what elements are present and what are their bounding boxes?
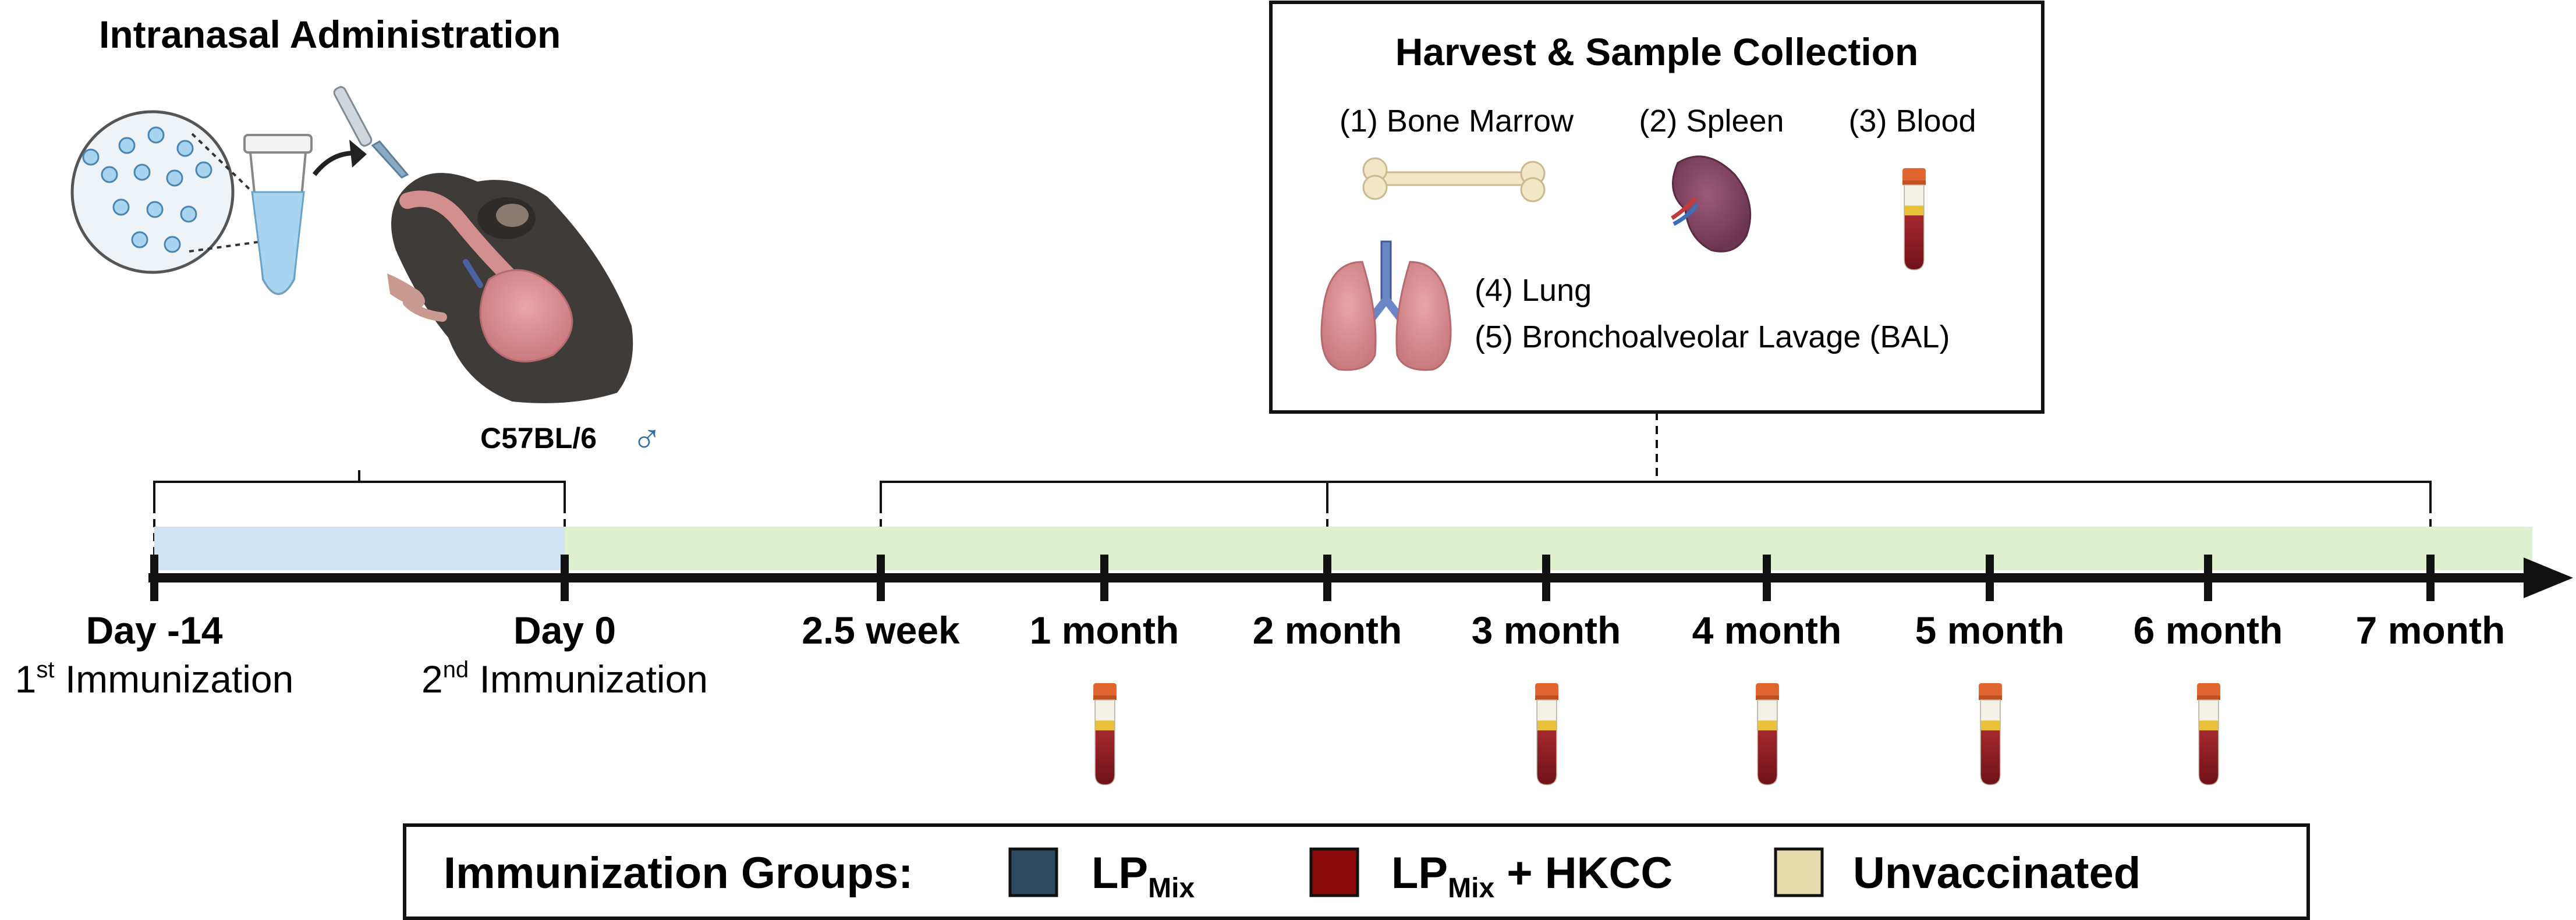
timeline-tick-day-14 [150,555,158,601]
sample-label-bal: (5) Bronchoalveolar Lavage (BAL) [1475,319,1950,354]
timeline-tick-6-month [2204,555,2212,601]
legend-label-lpmix-hkcc: LPMix + HKCC [1391,848,1673,904]
timeline-label-7-month: 7 month [2356,609,2506,652]
timeline-tick-2-month [1323,555,1331,601]
sample-label-lung: (4) Lung [1475,273,1592,308]
legend-swatch-lpmix-hkcc [1309,847,1359,897]
transfer-arrow-icon [312,140,367,176]
blood-tube-icon [2196,682,2221,786]
harvest-title: Harvest & Sample Collection [1395,30,1919,73]
blood-tube-icon [1093,682,1117,786]
timeline-label-2-5-week: 2.5 week [802,609,960,652]
lung-icon [1320,240,1452,371]
timeline-tick-5-month [1986,555,1994,601]
timeline-label-2-month: 2 month [1253,609,1402,652]
mouse-strain-label: C57BL/6 [480,422,597,454]
tube-icon [243,134,313,295]
timeline-tick-1-month [1100,555,1108,601]
pipette-icon [333,86,409,179]
particle-magnifier-icon [70,110,235,274]
blood-tube-icon [1978,682,2003,786]
timeline-tick-4-month [1763,555,1771,601]
timeline-label-day-0: Day 0 [513,609,616,652]
sample-label-blood: (3) Blood [1848,104,1976,138]
timeline-tick-7-month [2426,555,2435,601]
harvest-panel: Harvest & Sample Collection (1) Bone Mar… [1269,1,2044,414]
legend-label-unvaccinated: Unvaccinated [1853,848,2141,898]
timeline-marks: Day -14 1st Immunization Day 0 2nd Immuniza… [15,555,2506,786]
timeline-tick-3-month [1542,555,1550,601]
timeline-sublabel-day-14: 1st Immunization [15,657,294,701]
legend-swatch-lpmix [1008,847,1058,897]
legend-label-lpmix: LPMix [1092,848,1195,904]
timeline-tick-2-5-week [877,555,885,601]
administration-title: Intranasal Administration [99,13,561,56]
timeline-label-6-month: 6 month [2134,609,2283,652]
timeline-axis [148,557,2573,598]
intranasal-administration-panel: Intranasal Administration [70,13,662,461]
timeline-tick-day-0 [561,555,569,601]
legend-swatch-unvaccinated [1774,847,1824,897]
timeline-label-5-month: 5 month [1915,609,2065,652]
bone-icon [1362,157,1546,203]
legend-title: Immunization Groups: [444,848,913,898]
timeline-label-3-month: 3 month [1472,609,1621,652]
mouse-icon [387,173,633,403]
blood-tube-icon [1902,167,1926,271]
immunization-groups-legend: Immunization Groups: LPMix LPMix + HKCC … [403,823,2310,920]
sample-label-spleen: (2) Spleen [1639,104,1784,138]
spleen-icon [1671,155,1752,253]
timeline-sublabel-day-0: 2nd Immunization [421,657,708,701]
blood-tube-icon [1755,682,1780,786]
prime-phase-band [154,527,565,570]
timeline-label-day-14: Day -14 [86,609,223,652]
timeline-label-4-month: 4 month [1692,609,1842,652]
sample-label-bone-marrow: (1) Bone Marrow [1340,104,1574,138]
male-symbol-icon: ♂ [632,416,662,461]
timeline-label-1-month: 1 month [1030,609,1179,652]
blood-tube-icon [1535,682,1559,786]
